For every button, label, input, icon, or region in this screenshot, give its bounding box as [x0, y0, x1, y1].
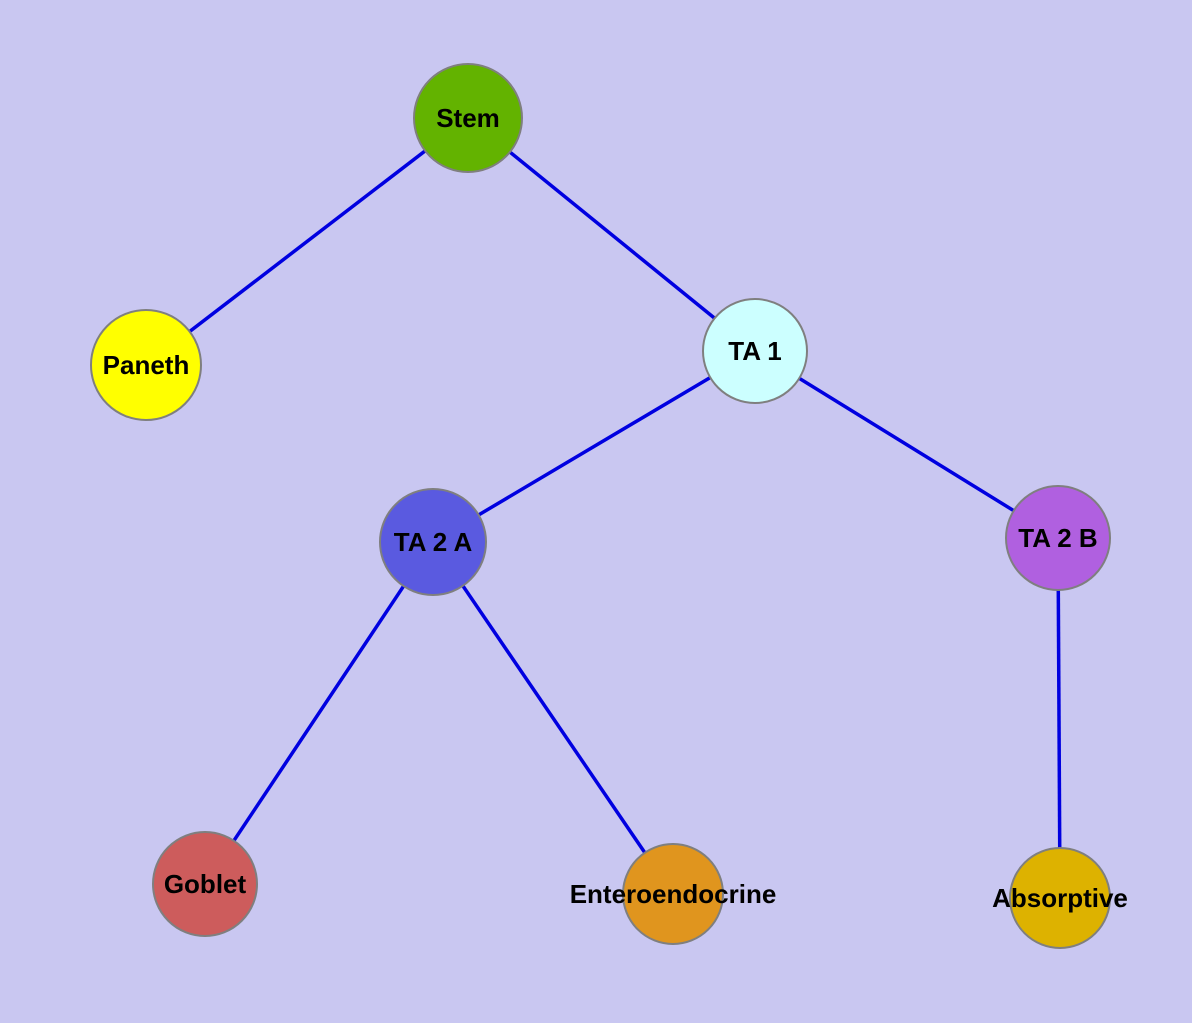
- node-circle-ta2b[interactable]: [1005, 485, 1111, 591]
- node-ta2a[interactable]: TA 2 A: [379, 488, 487, 596]
- node-circle-absorptive[interactable]: [1009, 847, 1111, 949]
- node-ta1[interactable]: TA 1: [702, 298, 808, 404]
- node-goblet[interactable]: Goblet: [152, 831, 258, 937]
- edge-ta2a-goblet: [203, 541, 435, 885]
- edges-layer: [144, 116, 1062, 899]
- node-circle-enteroendocrine[interactable]: [622, 843, 724, 945]
- node-circle-stem[interactable]: [413, 63, 523, 173]
- edge-stem-paneth: [144, 116, 470, 367]
- node-circle-goblet[interactable]: [152, 831, 258, 937]
- edge-ta2a-enteroendocrine: [431, 541, 675, 895]
- node-ta2b[interactable]: TA 2 B: [1005, 485, 1111, 591]
- node-circle-ta1[interactable]: [702, 298, 808, 404]
- node-circle-paneth[interactable]: [90, 309, 202, 421]
- edge-ta1-ta2b: [754, 349, 1059, 540]
- node-paneth[interactable]: Paneth: [90, 309, 202, 421]
- edge-stem-ta1: [466, 116, 757, 353]
- edge-ta1-ta2a: [432, 349, 756, 544]
- node-circle-ta2a[interactable]: [379, 488, 487, 596]
- edge-ta2b-absorptive: [1056, 537, 1062, 899]
- node-stem[interactable]: Stem: [413, 63, 523, 173]
